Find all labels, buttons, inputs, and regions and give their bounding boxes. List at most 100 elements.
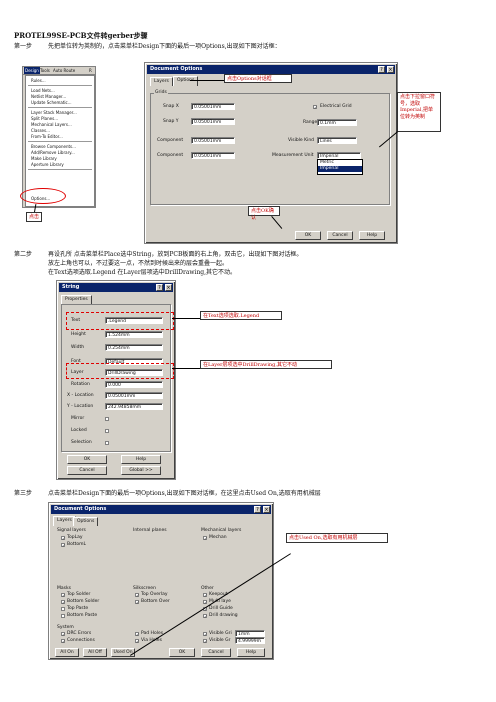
menu-item-rules[interactable]: Rules... <box>31 78 46 83</box>
ok-button[interactable]: OK <box>295 231 321 240</box>
help-button[interactable]: Help <box>237 648 265 657</box>
all-on-button[interactable]: All On <box>55 648 79 657</box>
top-paste-label: Top Paste <box>67 606 89 611</box>
pad-holes-checkbox[interactable]: ✓ <box>135 632 140 637</box>
drill-guide-checkbox[interactable]: ✓ <box>203 607 208 612</box>
snap-x-select[interactable]: 0.05001mm <box>191 103 235 110</box>
component-y-select[interactable]: 0.05001mm <box>191 152 235 159</box>
snap-y-select[interactable]: 0.05001mm <box>191 118 235 125</box>
cancel-button[interactable]: Cancel <box>201 648 231 657</box>
menu-separator <box>28 141 92 142</box>
menubar-autoroute[interactable]: Auto Route <box>53 68 76 73</box>
ok-button[interactable]: OK <box>169 648 195 657</box>
x-location-field[interactable]: 0.05001mm <box>105 392 163 399</box>
menu-item-from-to-editor[interactable]: From-To Editor... <box>31 134 63 139</box>
callout-arrow <box>172 318 200 319</box>
step1-label: 第一步 <box>14 43 33 50</box>
height-field[interactable]: 1.524mm <box>105 331 163 338</box>
measurement-unit-select[interactable]: Imperial <box>317 152 361 159</box>
width-field[interactable]: 0.254mm <box>105 344 163 351</box>
y-location-field[interactable]: 242.94858mm <box>105 403 163 410</box>
help-button[interactable]: Help <box>121 455 161 464</box>
dialog-titlebar: Document Options <box>51 505 271 514</box>
text-field[interactable]: .Legend <box>105 317 163 324</box>
top-paste-checkbox[interactable] <box>61 607 65 611</box>
ok-button[interactable]: OK <box>67 455 107 464</box>
mirror-checkbox[interactable] <box>105 417 109 421</box>
drc-errors-label: DRC Errors <box>67 631 92 636</box>
text-highlight-box <box>66 312 174 330</box>
close-icon[interactable]: × <box>165 284 172 291</box>
mechanical-layers-label: Mechanical layers <box>201 528 242 533</box>
internal-planes-label: Internal planes <box>133 528 167 533</box>
menu-item-add-remove-library[interactable]: Add/Remove Library... <box>31 150 75 155</box>
global-button[interactable]: Global >> <box>121 466 161 475</box>
locked-checkbox[interactable] <box>105 429 109 433</box>
all-off-button[interactable]: All Off <box>83 648 107 657</box>
cancel-button[interactable]: Cancel <box>67 466 107 475</box>
multi-layer-checkbox[interactable]: ✓ <box>203 600 208 605</box>
menu-item-update-schematic[interactable]: Update Schematic... <box>31 100 72 105</box>
top-overlay-checkbox[interactable]: ✓ <box>135 593 140 598</box>
tab-options[interactable]: Options <box>173 76 199 86</box>
menu-item-mechanical-layers[interactable]: Mechanical Layers... <box>31 122 72 127</box>
bottom-solder-checkbox[interactable]: ✓ <box>61 600 66 605</box>
menu-item-load-nets[interactable]: Load Nets... <box>31 88 55 93</box>
visible-grid1-checkbox[interactable]: ✓ <box>203 632 208 637</box>
menu-item-netlist-manager[interactable]: Netlist Manager... <box>31 94 67 99</box>
string-dialog: String ? × Properties Text .Legend Heigh… <box>56 280 176 480</box>
bottom-overlay-checkbox[interactable]: ✓ <box>135 600 140 605</box>
snap-y-label: Snap Y <box>163 119 179 124</box>
used-on-button[interactable]: Used On <box>111 648 135 657</box>
tab-properties[interactable]: Properties <box>61 295 92 304</box>
cancel-button[interactable]: Cancel <box>327 231 353 240</box>
component-x-select[interactable]: 0.05001mm <box>191 137 235 144</box>
visible-grid1-select[interactable]: 1mm <box>235 630 265 637</box>
tab-layers[interactable]: Layers <box>150 77 173 86</box>
keepout-checkbox[interactable]: ✓ <box>203 593 208 598</box>
dialog-title: String <box>62 284 80 290</box>
help-icon[interactable]: ? <box>378 66 385 73</box>
menubar: Design Tools Auto Route R <box>23 67 95 75</box>
option-metric[interactable]: Metric <box>320 160 334 165</box>
option-imperial[interactable]: Imperial <box>318 166 362 172</box>
menubar-design[interactable]: Design <box>24 67 40 74</box>
bottomlayer-checkbox[interactable]: ✓ <box>61 543 66 548</box>
silkscreen-label: Silkscreen <box>133 586 156 591</box>
close-icon[interactable]: × <box>263 506 270 513</box>
visible-grid2-select[interactable]: 4.99999m <box>235 637 265 644</box>
toplayer-checkbox[interactable]: ✓ <box>61 536 66 541</box>
help-icon[interactable]: ? <box>254 506 261 513</box>
menu-item-make-library[interactable]: Make Library <box>31 156 57 161</box>
rotation-field[interactable]: 0.000 <box>105 381 163 388</box>
visible-grid2-checkbox[interactable]: ✓ <box>203 639 208 644</box>
menubar-r[interactable]: R <box>89 68 92 73</box>
visible-kind-select[interactable]: Lines <box>317 137 357 144</box>
bottom-paste-checkbox[interactable] <box>61 614 65 618</box>
mechanical-checkbox[interactable]: ✓ <box>203 536 208 541</box>
menu-item-aperture-library[interactable]: Aperture Library <box>31 162 64 167</box>
top-solder-checkbox[interactable]: ✓ <box>61 593 66 598</box>
drill-drawing-checkbox[interactable]: ✓ <box>203 614 208 619</box>
close-icon[interactable]: × <box>387 66 394 73</box>
range-select[interactable]: 0.1mm <box>317 119 357 126</box>
menu-item-browse-components[interactable]: Browse Components... <box>31 144 76 149</box>
signal-layers-label: Signal layers <box>57 528 86 533</box>
help-icon[interactable]: ? <box>156 284 163 291</box>
help-button[interactable]: Help <box>359 231 385 240</box>
selection-checkbox[interactable] <box>105 441 109 445</box>
menubar-tools[interactable]: Tools <box>40 68 50 73</box>
menu-item-split-planes[interactable]: Split Planes... <box>31 116 59 121</box>
drc-errors-checkbox[interactable]: ✓ <box>61 632 66 637</box>
menu-item-layer-stack[interactable]: Layer Stack Manager... <box>31 110 77 115</box>
menu-item-classes[interactable]: Classes... <box>31 128 50 133</box>
tab-options[interactable]: Options <box>73 517 99 526</box>
via-holes-checkbox[interactable]: ✓ <box>135 639 140 644</box>
step2-line-2: 放左上角也可以，不过要这一点，不然到时候出来的层会重叠一起。 <box>48 260 229 267</box>
font-select[interactable]: Default <box>105 358 163 365</box>
layer-select[interactable]: DrillDrawing <box>105 369 163 376</box>
connections-checkbox[interactable]: ✓ <box>61 639 66 644</box>
step2-label: 第二步 <box>14 251 33 258</box>
top-solder-label: Top Solder <box>67 592 91 597</box>
electrical-grid-checkbox[interactable]: ✓ <box>313 105 318 110</box>
